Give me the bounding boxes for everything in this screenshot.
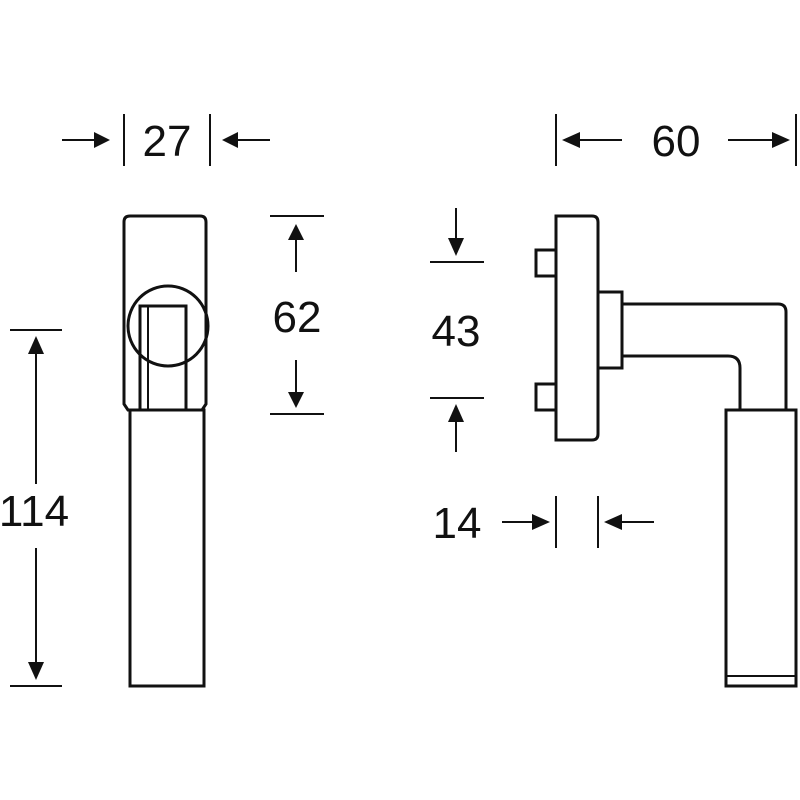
dimension-handle-height: 114 bbox=[0, 329, 69, 687]
width-label: 27 bbox=[143, 117, 192, 166]
spacing-label: 43 bbox=[432, 307, 481, 356]
depth-label: 14 bbox=[433, 499, 482, 548]
depth-arrow-left-head bbox=[532, 514, 550, 530]
front-rose-plate bbox=[122, 214, 208, 412]
depth-arrow-right-head bbox=[604, 514, 622, 530]
projection-arrow-left-head bbox=[562, 132, 580, 148]
side-grip bbox=[724, 408, 798, 688]
rose-height-arrow-top-head bbox=[288, 224, 304, 240]
projection-arrow-right-head bbox=[772, 132, 790, 148]
width-arrow-left-head bbox=[94, 132, 110, 148]
side-view bbox=[534, 214, 798, 688]
dimension-rose-depth: 14 bbox=[433, 496, 654, 548]
dimension-spindle-spacing: 43 bbox=[430, 208, 484, 452]
handle-height-arrow-bottom-head bbox=[28, 662, 44, 680]
side-pin-bottom bbox=[534, 382, 558, 412]
rose-height-arrow-bottom-head bbox=[288, 392, 304, 408]
dimension-rose-width: 27 bbox=[62, 114, 270, 166]
spacing-arrow-top-head bbox=[448, 238, 464, 256]
front-grip bbox=[128, 408, 206, 688]
side-rose-plate bbox=[554, 214, 600, 442]
front-boss-circle bbox=[126, 284, 210, 368]
side-collar bbox=[596, 290, 624, 370]
rose-height-label: 62 bbox=[273, 293, 322, 342]
front-view bbox=[122, 214, 210, 688]
spacing-arrow-bottom-head bbox=[448, 404, 464, 422]
handle-height-label: 114 bbox=[0, 487, 69, 536]
front-neck bbox=[138, 304, 188, 412]
side-pin-top bbox=[534, 248, 558, 278]
dimension-rose-height: 62 bbox=[270, 215, 324, 415]
side-arm bbox=[622, 302, 788, 410]
handle-height-arrow-top-head bbox=[28, 336, 44, 354]
dimension-projection: 60 bbox=[555, 114, 797, 166]
projection-label: 60 bbox=[652, 117, 701, 166]
width-arrow-right-head bbox=[222, 132, 238, 148]
